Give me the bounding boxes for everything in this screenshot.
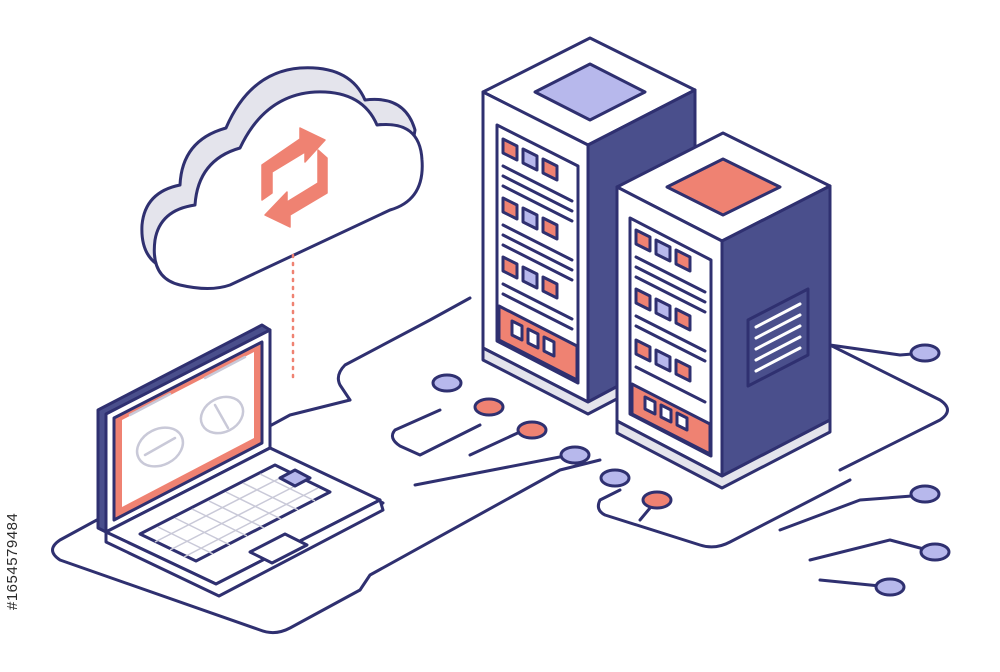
laptop-icon — [96, 323, 385, 598]
server-unit — [634, 287, 707, 363]
node-dot — [559, 445, 591, 465]
server-unit — [634, 228, 707, 314]
stock-id-label: #1654579484 — [4, 512, 21, 610]
node-dot — [909, 343, 941, 363]
server-unit — [501, 137, 574, 223]
vent-grille — [746, 287, 810, 388]
sync-arrows-icon — [261, 127, 328, 228]
server-rack-icon — [615, 131, 832, 490]
server-rack-icon — [481, 36, 697, 416]
node-dot — [431, 373, 463, 393]
node-dot — [599, 468, 631, 488]
server-unit — [634, 338, 707, 404]
node-dot — [516, 420, 548, 440]
circuit-nodes — [431, 343, 951, 597]
trackpad — [248, 532, 309, 565]
screen-content — [128, 355, 247, 468]
node-dot — [874, 577, 906, 597]
node-dot — [919, 542, 951, 562]
node-dot — [473, 397, 505, 417]
server-unit — [501, 196, 574, 282]
node-dot — [641, 490, 673, 510]
cloud-sync-icon — [140, 66, 424, 382]
server-unit — [501, 255, 574, 331]
keyboard — [138, 463, 332, 563]
node-dot — [909, 484, 941, 504]
